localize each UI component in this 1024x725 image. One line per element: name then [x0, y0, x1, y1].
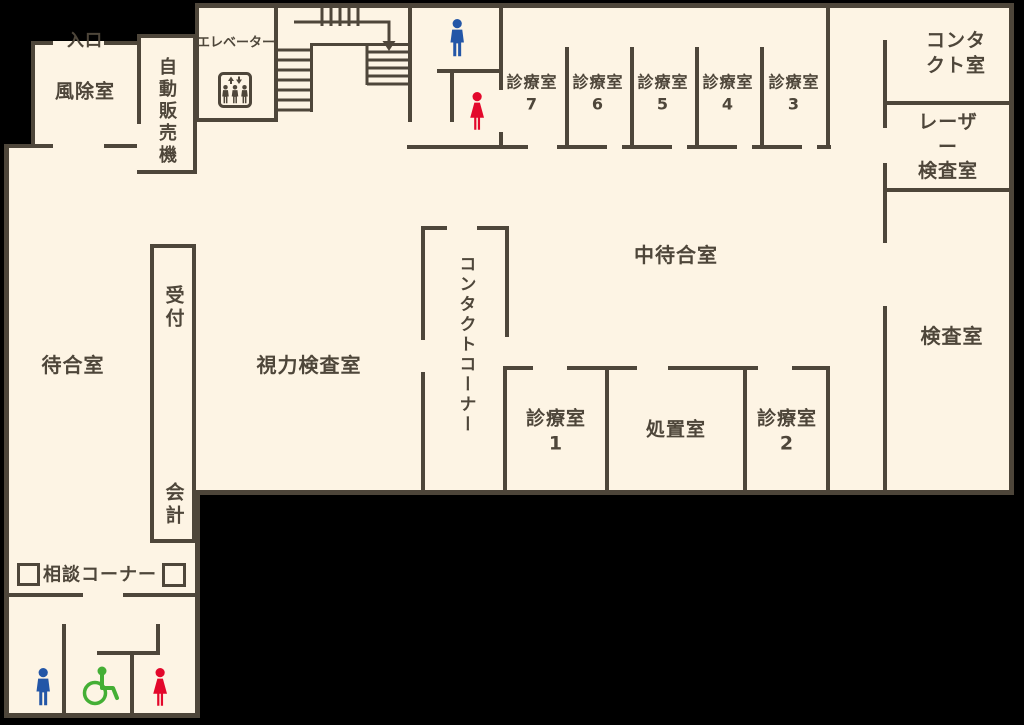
label-exam-room: 検査室: [920, 324, 984, 348]
label-contact-corner: コンタクトコーナー: [455, 255, 476, 435]
label-middle-waiting-room: 中待合室: [634, 243, 718, 267]
down-direction-arrow: [294, 20, 396, 51]
female-toilet-icon: [153, 668, 168, 706]
male-toilet-icon: [450, 19, 464, 57]
label-reception: 受付: [162, 285, 185, 331]
floor-area-main: [195, 3, 1014, 495]
label-treatment-room: 処置室: [645, 418, 707, 441]
reception-counter: [150, 244, 196, 543]
label-vision-exam-room: 視力検査室: [256, 353, 362, 377]
label-consult-room-1: 診療室 1: [525, 407, 587, 454]
label-consult-corner: 相談コーナー: [43, 564, 157, 586]
walls: [4, 3, 1014, 718]
label-elevator: エレベーター: [196, 35, 276, 51]
male-toilet-icon: [36, 668, 50, 706]
label-waiting-room: 待合室: [41, 353, 105, 377]
label-cashier: 会計: [162, 482, 185, 528]
label-vending-machine: 自動販売機: [156, 57, 177, 167]
female-toilet-icon: [470, 92, 485, 130]
elevator-people-icon: [218, 72, 252, 108]
label-entrance: 入口: [67, 30, 103, 51]
label-laser-exam-room: レーザー 検査室: [917, 110, 978, 183]
label-windbreak-room: 風除室: [54, 80, 116, 103]
floor-area-vending: [137, 34, 197, 174]
label-consult-room-2: 診療室 2: [756, 407, 818, 454]
staircase: [277, 8, 410, 112]
wheelchair-accessible-icon: [82, 666, 119, 706]
floor-area-left-wing: [4, 144, 200, 718]
floor-area-windbreak: [31, 41, 139, 146]
label-contact-room: コンタクト室: [925, 29, 986, 76]
table-square-markers: [17, 563, 186, 587]
